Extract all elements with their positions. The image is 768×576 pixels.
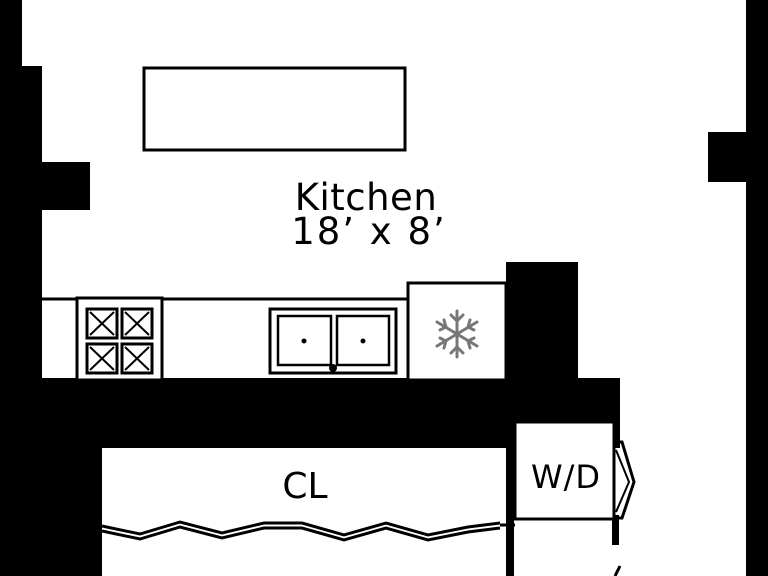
double-sink-icon xyxy=(268,307,398,375)
closet-right-post xyxy=(506,446,514,576)
left-outer-wall-top xyxy=(0,0,22,70)
right-wall xyxy=(746,0,768,576)
left-lower-wall xyxy=(0,440,102,576)
snowflake-icon xyxy=(435,309,479,359)
laundry-right-post xyxy=(612,515,619,545)
closet-label: CL xyxy=(282,466,327,507)
room-name: Kitchen xyxy=(295,176,438,219)
kitchen-island xyxy=(142,66,407,152)
pillar xyxy=(506,262,578,382)
room-dimensions: 18’ x 8’ xyxy=(291,210,447,253)
refrigerator xyxy=(406,281,508,382)
door-swing-fragment xyxy=(613,565,622,576)
washer-dryer xyxy=(513,420,636,521)
laundry-door-swing xyxy=(614,440,636,520)
left-wall xyxy=(0,66,42,448)
four-burner-cooktop-icon xyxy=(75,296,164,382)
laundry-label: W/D xyxy=(531,458,601,496)
closet-bifold-door xyxy=(101,520,515,542)
right-wall-jog xyxy=(708,132,748,182)
left-wall-jog xyxy=(40,162,90,210)
